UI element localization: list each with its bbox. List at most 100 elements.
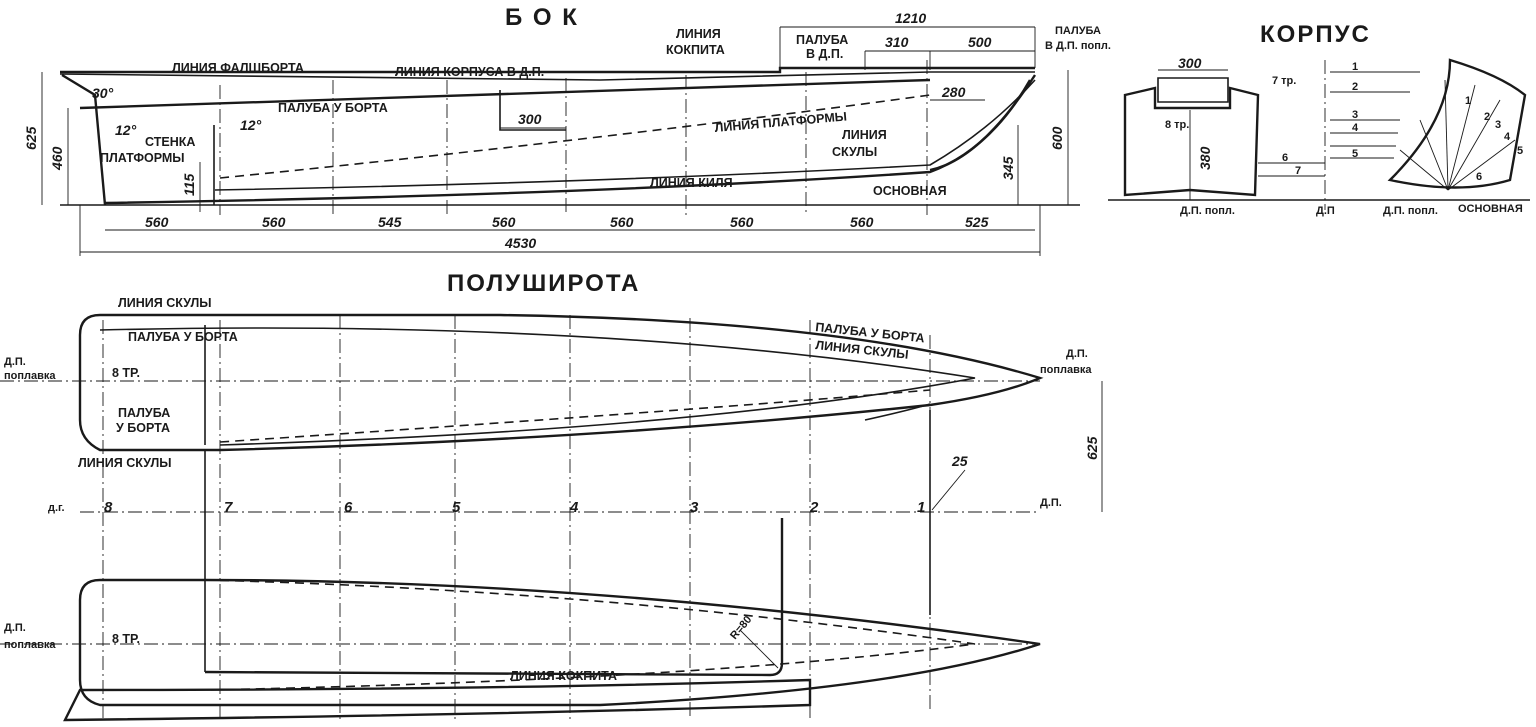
dim-460: 460: [49, 146, 65, 171]
station-label: 5: [452, 499, 461, 516]
side-stern-profile: [61, 73, 107, 206]
dim-115: 115: [181, 173, 197, 196]
body-dp-float-right: Д.П. попл.: [1383, 205, 1438, 217]
body-dp: Д.П: [1316, 205, 1335, 217]
angle-12-right: 12°: [240, 117, 262, 133]
waterline-label: 7: [1295, 165, 1301, 177]
waterline-label: 6: [1282, 152, 1288, 164]
side-deck-side-line: [79, 78, 931, 110]
side-cockpit-step: [499, 90, 566, 131]
dim-345: 345: [1000, 156, 1016, 180]
waterline-label: 2: [1352, 81, 1358, 93]
side-sheer-line: [60, 66, 1035, 74]
plan-float-top-outline: [78, 313, 1044, 452]
label-deck-float-1: ПАЛУБА: [1055, 25, 1101, 37]
waterline-label: 4: [1352, 122, 1359, 134]
spacing-label: 560: [610, 214, 634, 230]
station-label: 7: [224, 499, 233, 516]
spacing-label: 560: [850, 214, 874, 230]
station-label: 2: [809, 499, 819, 516]
plan-float-bottom-outline: [78, 578, 1041, 707]
body-dim-380: 380: [1197, 146, 1213, 170]
label-chine-2: СКУЛЫ: [832, 145, 877, 159]
body-waterlines: [1258, 71, 1420, 177]
angle-30: 30°: [92, 85, 114, 101]
label-deck-float-2: В Д.П. попл.: [1045, 40, 1111, 52]
section-label: 4: [1504, 131, 1511, 143]
section-line: [1419, 119, 1449, 191]
waterline-label: 3: [1352, 109, 1358, 121]
plan-label-cockpit: ЛИНИЯ КОКПИТА: [510, 669, 617, 683]
plan-label-dp-float-2b: поплавка: [1040, 364, 1092, 376]
station-label: 1: [917, 499, 925, 516]
label-cockpit-1: ЛИНИЯ: [676, 27, 721, 41]
side-view-title: Б О К: [505, 4, 579, 31]
section-line: [1447, 139, 1516, 191]
plan-float-top-chine: [99, 327, 976, 446]
plan-label-dp-left: д.г.: [48, 502, 65, 514]
plan-view-title: ПОЛУШИРОТА: [447, 270, 640, 297]
plan-label-frame8-bottom: 8 ТР.: [112, 632, 140, 646]
plan-label-dp-float-3a: Д.П.: [4, 622, 26, 634]
label-platform-wall-1: СТЕНКА: [145, 135, 195, 149]
spacing-label: 525: [965, 214, 989, 230]
label-deck-cl-2: В Д.П.: [806, 47, 843, 61]
body-base: ОСНОВНАЯ: [1458, 203, 1523, 215]
side-chine-line: [214, 79, 1036, 191]
side-hull-cl-line: [59, 71, 1035, 81]
dim-1210: 1210: [895, 10, 926, 26]
section-label: 1: [1465, 95, 1471, 107]
station-label: 4: [569, 499, 579, 516]
side-platform-line: [219, 94, 931, 179]
body-section-lines: [1399, 79, 1516, 191]
label-sheer: ЛИНИЯ ФАЛШБОРТА: [172, 61, 304, 75]
station-label: 3: [690, 499, 699, 516]
dim-total: 4530: [504, 235, 536, 251]
plan-label-frame8-top: 8 ТР.: [112, 366, 140, 380]
plan-dim-25: 25: [951, 453, 968, 469]
plan-label-deck-side-top: ПАЛУБА У БОРТА: [128, 330, 238, 344]
plan-label-deck-side-inner-2: У БОРТА: [116, 421, 170, 435]
spacing-label: 560: [145, 214, 169, 230]
waterline-label: 5: [1352, 148, 1358, 160]
side-view: Б О К ЛИНИЯ Ф: [23, 4, 1111, 256]
body-platform-box: [1157, 77, 1229, 103]
label-base: ОСНОВНАЯ: [873, 184, 947, 198]
side-keel-line: [104, 79, 1032, 205]
dim-600: 600: [1049, 126, 1065, 150]
plan-station-grid: [102, 315, 931, 720]
plan-label-dp-float-1b: поплавка: [4, 370, 56, 382]
body-waterline-labels: 1 2 3 4 5 6 7: [1282, 61, 1359, 177]
dim-310: 310: [885, 34, 909, 50]
section-label: 3: [1495, 119, 1501, 131]
waterline-label: 1: [1352, 61, 1358, 73]
label-cockpit-2: КОКПИТА: [666, 43, 725, 57]
label-platform-line: ЛИНИЯ ПЛАТФОРМЫ: [714, 109, 847, 135]
plan-label-deck-side-inner-1: ПАЛУБА: [118, 406, 170, 420]
plan-station-labels: 8 7 6 5 4 3 2 1: [104, 499, 925, 516]
plan-float-bottom-keel: [63, 678, 812, 722]
plan-view: ПОЛУШИРОТА: [0, 270, 1103, 722]
station-label: 8: [104, 499, 113, 516]
plan-label-chine-inner: ЛИНИЯ СКУЛЫ: [78, 456, 172, 470]
spacing-label: 560: [492, 214, 516, 230]
angle-12-left: 12°: [115, 122, 137, 138]
body-section-frame8: [1123, 86, 1260, 197]
section-line: [1444, 79, 1449, 191]
plan-dim-line-25: [931, 469, 966, 511]
dim-625: 625: [23, 126, 39, 150]
section-line: [1399, 149, 1449, 191]
spacing-label: 560: [262, 214, 286, 230]
plan-float-top-bow-detail: [864, 403, 931, 421]
label-keel: ЛИНИЯ КИЛЯ: [650, 176, 733, 190]
plan-label-dp-float-2a: Д.П.: [1066, 348, 1088, 360]
plan-float-bottom-chine: [204, 579, 976, 691]
dim-280: 280: [941, 84, 966, 100]
body-frame8: 8 тр.: [1165, 119, 1189, 131]
body-view-title: КОРПУС: [1260, 21, 1371, 48]
side-spacing-labels: 560 560 545 560 560 560 560 525: [145, 214, 989, 230]
section-label: 5: [1517, 145, 1523, 157]
label-deck-side: ПАЛУБА У БОРТА: [278, 101, 388, 115]
body-frame7: 7 тр.: [1272, 75, 1296, 87]
